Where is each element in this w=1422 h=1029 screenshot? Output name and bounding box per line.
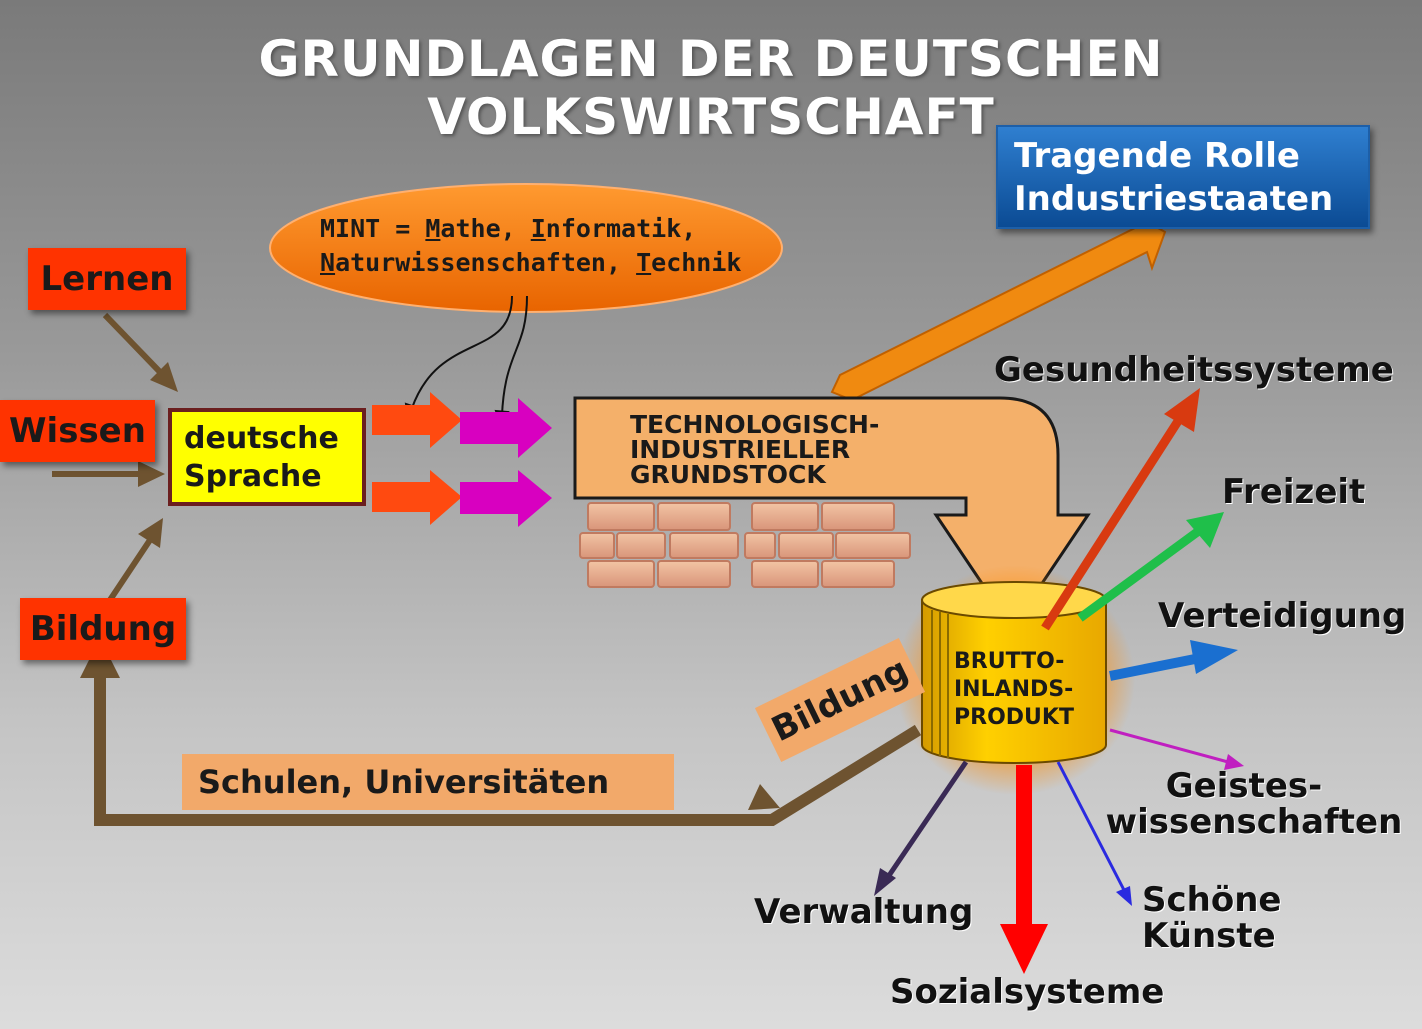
lernen-box: Lernen — [28, 248, 186, 310]
magenta-arrow-top — [460, 398, 552, 458]
mint-prefix: MINT = — [320, 214, 426, 243]
wissen-box: Wissen — [0, 400, 155, 462]
label-schoene-kuenste: Schöne Künste — [1142, 882, 1281, 954]
red-arrow-top — [372, 392, 462, 448]
red-arrow-bottom — [372, 470, 462, 525]
input-arrows — [52, 312, 178, 602]
tragende-rolle-box: Tragende Rolle Industriestaaten — [996, 125, 1370, 229]
mint-initial-i: I — [530, 214, 546, 243]
mint-initial-m: M — [425, 214, 441, 243]
grundstock-line-2: INDUSTRIELLER — [630, 435, 851, 464]
schoene-line-2: Künste — [1142, 916, 1276, 956]
grundstock-line-3: GRUNDSTOCK — [630, 460, 826, 489]
bip-line-1: BRUTTO- — [954, 649, 1065, 674]
mint-word-technik: echnik — [651, 248, 742, 277]
label-sozialsysteme: Sozialsysteme — [890, 972, 1165, 1012]
mint-line-2: Naturwissenschaften, Technik — [320, 246, 760, 280]
label-gesundheitssysteme: Gesundheitssysteme — [994, 350, 1394, 390]
sprache-line-2: Sprache — [184, 459, 322, 494]
mint-word-naturwissenschaften: aturwissenschaften, — [335, 248, 637, 277]
mint-text: MINT = Mathe, Informatik, Naturwissensch… — [320, 212, 760, 280]
sprache-line-1: deutsche — [184, 421, 339, 456]
magenta-arrow-bottom — [460, 470, 552, 527]
geistes-line-1: Geistes- — [1165, 766, 1323, 806]
label-geisteswissenschaften: Geistes- wissenschaften — [1106, 766, 1408, 840]
flow-arrows — [372, 392, 552, 527]
deutsche-sprache-box: deutsche Sprache — [168, 408, 366, 506]
mint-initial-t: T — [636, 248, 652, 277]
geistes-line-2: wissenschaften — [1105, 802, 1403, 842]
brick-wall — [579, 502, 911, 588]
mint-word-informatik: nformatik, — [545, 214, 697, 243]
label-verteidigung: Verteidigung — [1158, 596, 1407, 636]
grundstock-line-1: TECHNOLOGISCH- — [630, 410, 880, 439]
schoene-line-1: Schöne — [1142, 880, 1282, 920]
grundstock-text: TECHNOLOGISCH- INDUSTRIELLER GRUNDSTOCK — [630, 412, 879, 487]
bildung-input-box: Bildung — [20, 598, 186, 660]
tragende-line-1: Tragende Rolle — [1014, 136, 1300, 176]
tragende-line-2: Industriestaaten — [1014, 179, 1334, 219]
bip-line-3: PRODUKT — [954, 705, 1074, 730]
mint-line-1: MINT = Mathe, Informatik, — [320, 212, 760, 246]
output-arrows — [874, 388, 1244, 974]
label-verwaltung: Verwaltung — [754, 892, 974, 932]
bip-line-2: INLANDS- — [954, 677, 1074, 702]
grundstock-arrow — [573, 396, 1091, 631]
mint-word-mathe: athe, — [440, 214, 531, 243]
mint-initial-n: N — [320, 248, 336, 277]
page-title: GRUNDLAGEN DER DEUTSCHEN VOLKSWIRTSCHAFT — [258, 30, 1164, 146]
bip-text: BRUTTO- INLANDS- PRODUKT — [954, 648, 1074, 732]
schulen-universitaeten-label: Schulen, Universitäten — [182, 754, 674, 810]
label-freizeit: Freizeit — [1222, 472, 1366, 512]
